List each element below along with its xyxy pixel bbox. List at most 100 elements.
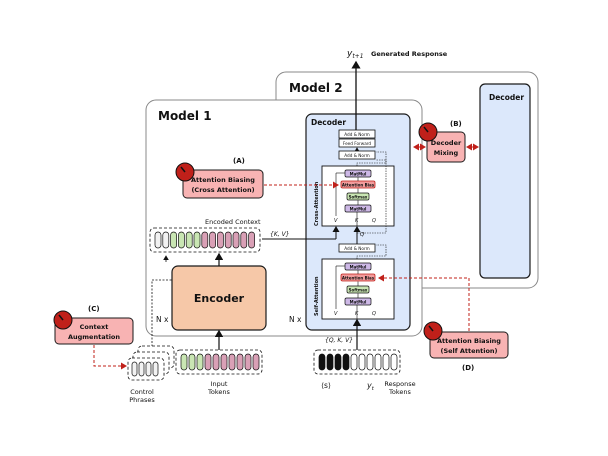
encoded-token <box>185 231 193 249</box>
response-token <box>374 353 382 371</box>
encoded-context-tokens <box>154 231 255 249</box>
add-norm-mid-label: Add & Norm <box>344 153 369 158</box>
self-matmul-top <box>344 262 372 271</box>
nx-right-label: N x <box>289 315 302 324</box>
cross-attention-bias-label: Attention Bias <box>342 183 375 188</box>
self-softmax-label: Softmax <box>349 288 368 293</box>
callout-d-letter: (D) <box>462 364 474 372</box>
response-tokens <box>318 353 398 371</box>
add-norm-top <box>338 129 376 139</box>
callout-a-box <box>182 169 264 199</box>
gauge-icon-b <box>418 122 438 142</box>
input-token <box>180 353 188 371</box>
feed-forward-label: Feed Forward <box>343 141 372 146</box>
input-token <box>228 353 236 371</box>
encoded-token <box>170 231 177 249</box>
response-token <box>342 353 350 371</box>
callout-a-line2: (Cross Attention) <box>191 186 254 194</box>
control-token <box>145 361 152 377</box>
input-token <box>212 353 220 371</box>
callout-c-line2: Augmentation <box>68 333 120 341</box>
callout-b-line1: Decoder <box>431 139 462 147</box>
input-tokens-label-2: Tokens <box>207 388 230 396</box>
nx-left-label: N x <box>156 315 169 324</box>
self-attention-label: Self-Attention <box>314 276 320 316</box>
input-token <box>204 353 212 371</box>
response-token <box>390 353 398 371</box>
cross-matmul-bottom-label: MatMul <box>350 207 367 212</box>
self-q-label: Q <box>372 311 376 317</box>
input-tokens-label-1: Input <box>211 380 228 388</box>
add-norm-low <box>338 243 376 253</box>
decoder-right-panel <box>479 83 531 279</box>
self-matmul-top-label: MatMul <box>350 265 367 270</box>
gauge-icon-c <box>53 310 73 330</box>
encoded-token <box>162 231 170 249</box>
cross-softmax-label: Softmax <box>349 195 368 200</box>
cross-matmul-top <box>344 169 372 178</box>
input-token <box>252 353 260 371</box>
input-token <box>244 353 252 371</box>
response-tokens-label-1: Response <box>384 380 415 388</box>
gauge-icon-d <box>423 321 443 341</box>
add-norm-low-label: Add & Norm <box>344 246 369 251</box>
callout-a-letter: (A) <box>233 157 245 165</box>
callout-a-line1: Attention Biasing <box>191 176 255 184</box>
control-phrases-label-2: Phrases <box>129 396 155 404</box>
input-tokens <box>180 353 260 371</box>
cross-matmul-top-label: MatMul <box>350 172 367 177</box>
cross-v-label: V <box>334 218 338 224</box>
encoded-token <box>193 231 201 249</box>
control-phrases-label-1: Control <box>130 388 154 396</box>
callout-c-box <box>54 317 134 345</box>
callout-c-line1: Context <box>80 323 109 331</box>
model1-label: Model 1 <box>158 109 212 123</box>
encoder-label: Encoder <box>194 292 245 305</box>
yt-token-label: yt <box>366 381 375 392</box>
start-token-label: ⟨s⟩ <box>321 381 331 390</box>
callout-b-letter: (B) <box>450 120 462 128</box>
encoded-token <box>178 231 185 249</box>
encoded-token <box>201 231 209 249</box>
model2-label: Model 2 <box>289 81 343 95</box>
input-token <box>196 353 204 371</box>
encoded-token <box>248 231 255 249</box>
cross-q-label: Q <box>372 218 376 224</box>
self-v-label: V <box>334 311 338 317</box>
add-norm-mid <box>338 150 376 160</box>
input-token <box>236 353 244 371</box>
cross-attention-label: Cross-Attention <box>314 181 320 226</box>
encoded-token <box>224 231 232 249</box>
encoded-token <box>217 231 224 249</box>
response-token <box>318 353 326 371</box>
decoder-label: Decoder <box>311 118 346 127</box>
q-label: Q <box>360 232 365 238</box>
response-token <box>334 353 342 371</box>
response-tokens-label-2: Tokens <box>388 388 411 396</box>
self-attention-bias-label: Attention Bias <box>342 276 375 281</box>
control-token <box>138 361 145 377</box>
gauge-icon-a <box>175 162 195 182</box>
response-token <box>350 353 358 371</box>
output-token: yt+1 <box>346 49 364 60</box>
self-matmul-bottom-label: MatMul <box>350 300 367 305</box>
generated-response-label: Generated Response <box>371 50 448 58</box>
control-token <box>152 361 159 377</box>
response-token <box>366 353 374 371</box>
control-token <box>131 361 138 377</box>
qkv-label: {Q, K, V} <box>325 337 353 344</box>
input-token <box>188 353 196 371</box>
kv-label: {K, V} <box>270 231 290 238</box>
feed-forward <box>338 138 376 148</box>
encoded-context-label: Encoded Context <box>205 218 261 226</box>
decoder-right-label: Decoder <box>489 93 524 102</box>
encoded-token <box>154 231 162 249</box>
encoded-token <box>232 231 240 249</box>
add-norm-top-label: Add & Norm <box>344 132 369 137</box>
response-token <box>358 353 366 371</box>
callout-d-line1: Attention Biasing <box>437 337 501 345</box>
callout-b-line2: Mixing <box>434 149 459 157</box>
callout-c-letter: (C) <box>88 305 100 313</box>
response-token <box>326 353 334 371</box>
encoded-token <box>240 231 248 249</box>
